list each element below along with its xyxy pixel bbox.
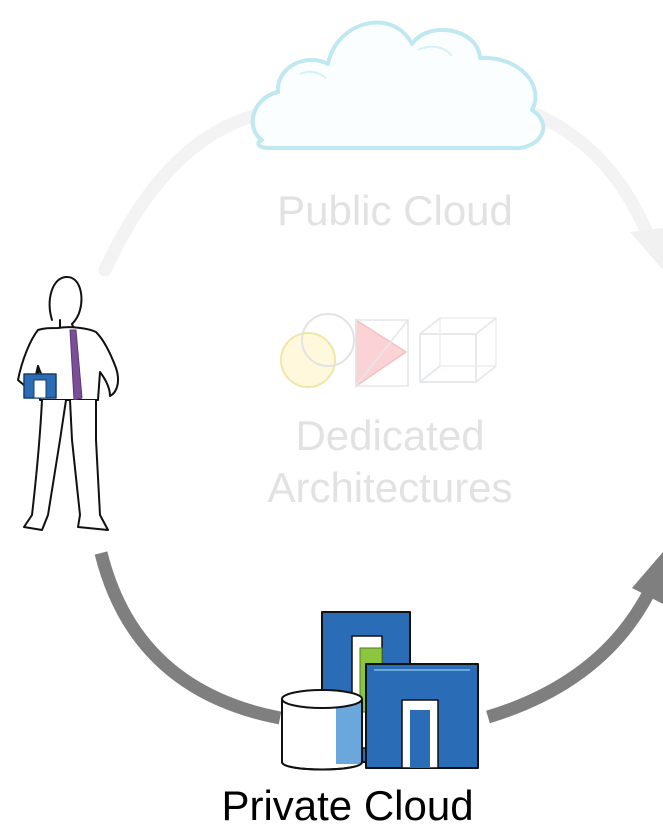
faded-ring-left-arc [98,105,277,277]
active-arrow-left-arc [94,551,282,725]
active-arrow-right-arc [486,577,661,724]
private-cloud-label: Private Cloud [221,782,474,829]
person-icon [17,275,119,531]
dedicated-architectures-label: Dedicated Architectures [215,410,565,514]
cloud-icon [250,20,546,151]
active-arrowhead [632,552,663,604]
public-cloud-label: Public Cloud [277,187,513,234]
dedicated-line-1: Dedicated [295,412,485,459]
buildings-icon [281,611,479,771]
shapes-icon [280,313,497,388]
faded-arrowhead [630,228,663,270]
dedicated-line-2: Architectures [267,464,513,511]
